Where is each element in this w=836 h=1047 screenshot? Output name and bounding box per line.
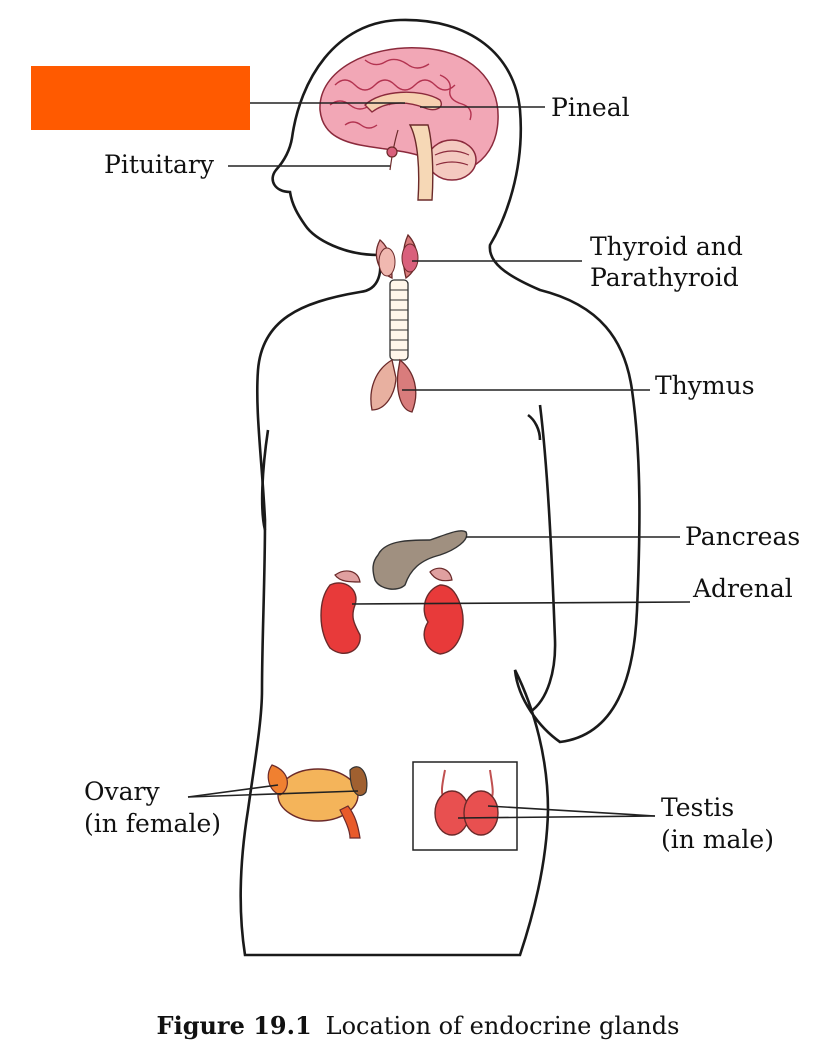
label-pineal: Pineal — [551, 93, 630, 122]
leader-adrenal — [351, 601, 691, 605]
caption-figure-number: Figure 19.1 — [157, 1011, 312, 1040]
thyroid-gland — [375, 233, 419, 280]
thymus-gland — [370, 358, 417, 413]
figure-caption: Figure 19.1 Location of endocrine glands — [157, 1011, 680, 1040]
label-testis-line2: (in male) — [661, 825, 774, 854]
leader-ovary-1 — [187, 784, 279, 798]
leader-testis-2 — [457, 815, 656, 819]
arm-contour — [529, 404, 557, 714]
label-testis-line1: Testis — [661, 793, 734, 822]
right-kidney — [423, 567, 464, 655]
brain — [319, 47, 499, 201]
label-adrenal: Adrenal — [692, 574, 793, 603]
testis-organ — [412, 761, 518, 851]
pancreas — [372, 530, 468, 590]
caption-text: Location of endocrine glands — [326, 1012, 680, 1040]
redacted-label-box — [31, 66, 250, 130]
leader-ovary-2 — [187, 790, 359, 798]
arm-contour-top — [527, 413, 542, 441]
leader-testis-1 — [487, 805, 656, 817]
label-thyroid-line2: Parathyroid — [590, 263, 739, 292]
label-thymus: Thymus — [655, 371, 755, 400]
label-pancreas: Pancreas — [685, 522, 800, 551]
body-silhouette — [239, 18, 641, 957]
trachea — [389, 279, 409, 361]
label-ovary-line1: Ovary — [84, 777, 160, 806]
left-arm-contour — [260, 429, 270, 531]
label-thyroid-line1: Thyroid and — [590, 232, 743, 261]
left-kidney — [320, 570, 361, 654]
label-pituitary: Pituitary — [104, 150, 215, 179]
label-ovary-line2: (in female) — [84, 809, 221, 838]
ovary-organ — [267, 764, 368, 839]
